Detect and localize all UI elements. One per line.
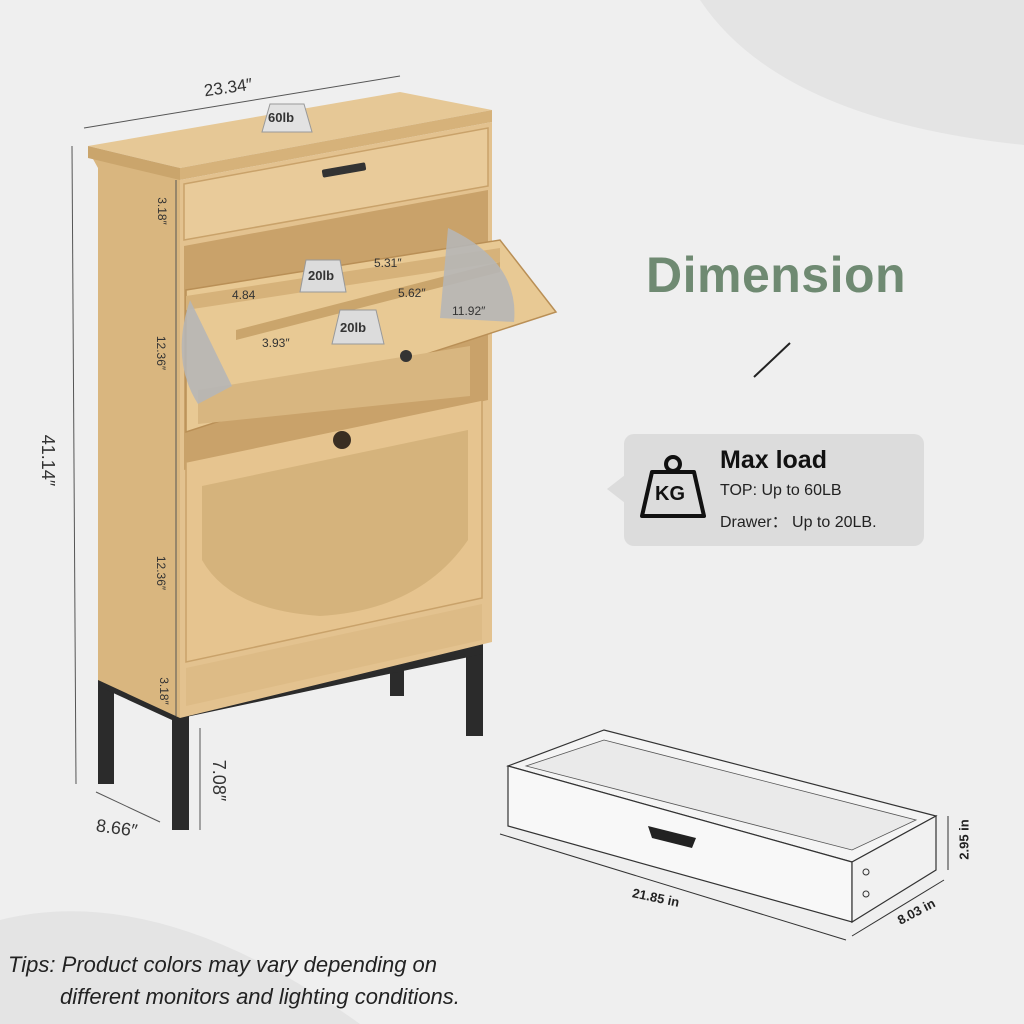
cabinet-top-edge [180,110,492,180]
weight-tag-top [261,103,313,133]
drawer-dim-length [499,833,847,941]
drawer-screw-1 [862,868,870,876]
cabinet-top-front-edge [88,146,180,180]
cabinet-base-panel [186,604,482,706]
tips-line-2: different monitors and lighting conditio… [60,984,460,1009]
flip-drawer-shelf-2 [236,262,500,340]
max-load-drawer: Drawer： Up to 20LB. [720,514,877,531]
page-title: Dimension [646,247,907,303]
flip-hinge-left [181,300,232,404]
label-weight-shelf-2: 20lb [340,320,367,335]
drawer-side-panel [851,814,937,924]
tips-line-1: Tips: Product colors may vary depending … [8,952,438,977]
dim-line-height [71,145,77,785]
bg-arc-bottom-left [0,911,360,1024]
leg-front-right [466,640,483,736]
lower-rattan-half-circle [202,430,468,616]
flip-drawer-rattan-panel [198,346,470,424]
label-inner-5: 3.93″ [262,336,290,350]
label-inner-3: 5.62″ [398,286,426,300]
heading-divider [753,342,791,378]
drawer-handle [648,826,696,848]
max-load-top: TOP: Up to 60LB [720,482,842,499]
leg-back-left [98,672,114,784]
bg-arc-top-right [700,0,1024,145]
label-weight-shelf-1: 20lb [308,268,335,283]
top-drawer-handle [321,162,367,178]
dim-line-depth [95,791,161,823]
top-drawer-front [183,127,489,241]
label-inner-4: 11.92″ [452,304,486,318]
label-inner-2: 4.84 [232,288,256,302]
max-load-card-pointer [607,475,625,503]
cabinet-side [88,150,180,718]
weight-tag-shelf-1 [299,259,347,293]
drawer-screw-2 [862,890,870,898]
dim-line-width [83,75,401,129]
weight-tag-shelf-2 [331,309,385,345]
label-inner-1: 5.31″ [374,256,402,270]
label-weight-top: 60lb [268,110,295,125]
drawer-inside [524,739,918,851]
drawer-label-height: 2.95 in [956,819,972,860]
flip-drawer-knob [400,350,412,362]
weight-kg-icon [640,455,706,518]
max-load-title: Max load [720,446,827,474]
max-load-card [624,434,924,546]
leg-front-left [172,712,189,830]
lower-drawer-knob [333,431,351,449]
weight-icon-label: KG [655,483,685,505]
drawer-dim-width [851,879,945,937]
flip-hinge-right [440,228,515,322]
